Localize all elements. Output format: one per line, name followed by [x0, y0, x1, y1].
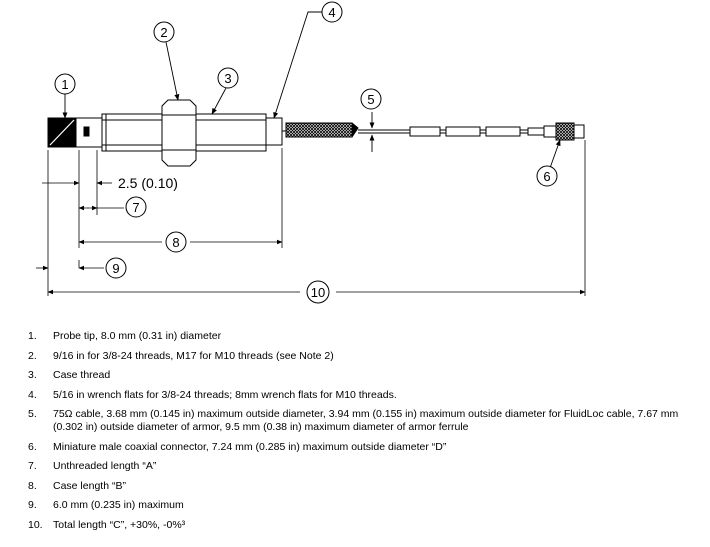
callout-leaders: [62, 11, 561, 169]
callout-7: 7: [125, 196, 147, 218]
coax-connector: [555, 122, 575, 141]
note-number: 3.: [28, 369, 37, 381]
svg-text:3: 3: [224, 71, 231, 86]
callout-5: 5: [360, 88, 382, 110]
svg-text:8: 8: [172, 235, 179, 250]
note-item: 5. 75Ω cable, 3.68 mm (0.145 in) maximum …: [28, 408, 698, 434]
svg-text:2: 2: [160, 25, 167, 40]
note-number: 4.: [28, 388, 37, 401]
svg-text:6: 6: [543, 169, 550, 184]
note-number: 7.: [28, 460, 37, 472]
callout-3: 3: [217, 67, 239, 89]
note-number: 5.: [28, 408, 37, 420]
note-item: 9. 6.0 mm (0.235 in) maximum: [28, 499, 698, 512]
svg-text:10: 10: [311, 285, 325, 300]
note-item: 3. Case thread: [28, 369, 698, 382]
svg-text:4: 4: [328, 5, 335, 20]
probe-diagram: 1 2 3 4 5 6 7 8 9 10 2.5 (0.10): [36, 1, 586, 304]
note-text: Probe tip, 8.0 mm (0.31 in) diameter: [53, 330, 222, 342]
note-text: Case length “B”: [53, 479, 126, 492]
note-item: 6. Miniature male coaxial connector, 7.24…: [28, 441, 698, 454]
probe-body: [47, 99, 585, 167]
note-item: 8. Case length “B”: [28, 480, 698, 493]
wrench-flats: [265, 117, 283, 146]
note-text: Miniature male coaxial connector, 7.24 m…: [53, 440, 447, 453]
note-text: 9/16 in for 3/8-24 threads, M17 for M10 …: [53, 349, 334, 362]
hex-nut: [161, 99, 197, 167]
note-number: 2.: [28, 349, 37, 362]
callout-6: 6: [536, 165, 558, 187]
dimension-label: 2.5 (0.10): [118, 175, 178, 191]
note-number: 10.: [28, 518, 43, 531]
callout-1: 1: [54, 73, 76, 95]
note-text: 6.0 mm (0.235 in) maximum: [53, 499, 184, 511]
note-number: 1.: [28, 330, 37, 342]
note-item: 4. 5/16 in wrench flats for 3/8-24 thread…: [28, 389, 698, 402]
svg-text:7: 7: [132, 200, 139, 215]
note-text: 5/16 in wrench flats for 3/8-24 threads;…: [53, 388, 397, 401]
svg-text:9: 9: [112, 261, 119, 276]
note-number: 8.: [28, 479, 37, 492]
callout-8: 8: [165, 231, 187, 253]
callout-9: 9: [105, 257, 127, 279]
armored-cable: [285, 122, 353, 138]
callout-10: 10: [306, 280, 330, 304]
note-item: 2. 9/16 in for 3/8-24 threads, M17 for M1…: [28, 350, 698, 363]
note-number: 9.: [28, 499, 37, 511]
note-number: 6.: [28, 440, 37, 453]
note-text: Total length “C”, +30%, -0%³: [53, 518, 186, 531]
svg-text:1: 1: [61, 77, 68, 92]
svg-text:5: 5: [367, 92, 374, 107]
note-text: Unthreaded length “A”: [53, 460, 157, 472]
dimension-lines: [36, 140, 586, 296]
notes-list: 1. Probe tip, 8.0 mm (0.31 in) diameter 2…: [28, 330, 698, 538]
callout-4: 4: [321, 1, 343, 23]
note-item: 7. Unthreaded length “A”: [28, 460, 698, 473]
callout-2: 2: [153, 21, 175, 43]
callout-circles: 1 2 3 4 5 6 7 8 9 10: [54, 1, 558, 304]
note-text: Case thread: [53, 369, 111, 381]
note-text: 75Ω cable, 3.68 mm (0.145 in) maximum ou…: [53, 408, 679, 433]
note-item: 10. Total length “C”, +30%, -0%³: [28, 519, 698, 532]
note-item: 1. Probe tip, 8.0 mm (0.31 in) diameter: [28, 330, 698, 343]
